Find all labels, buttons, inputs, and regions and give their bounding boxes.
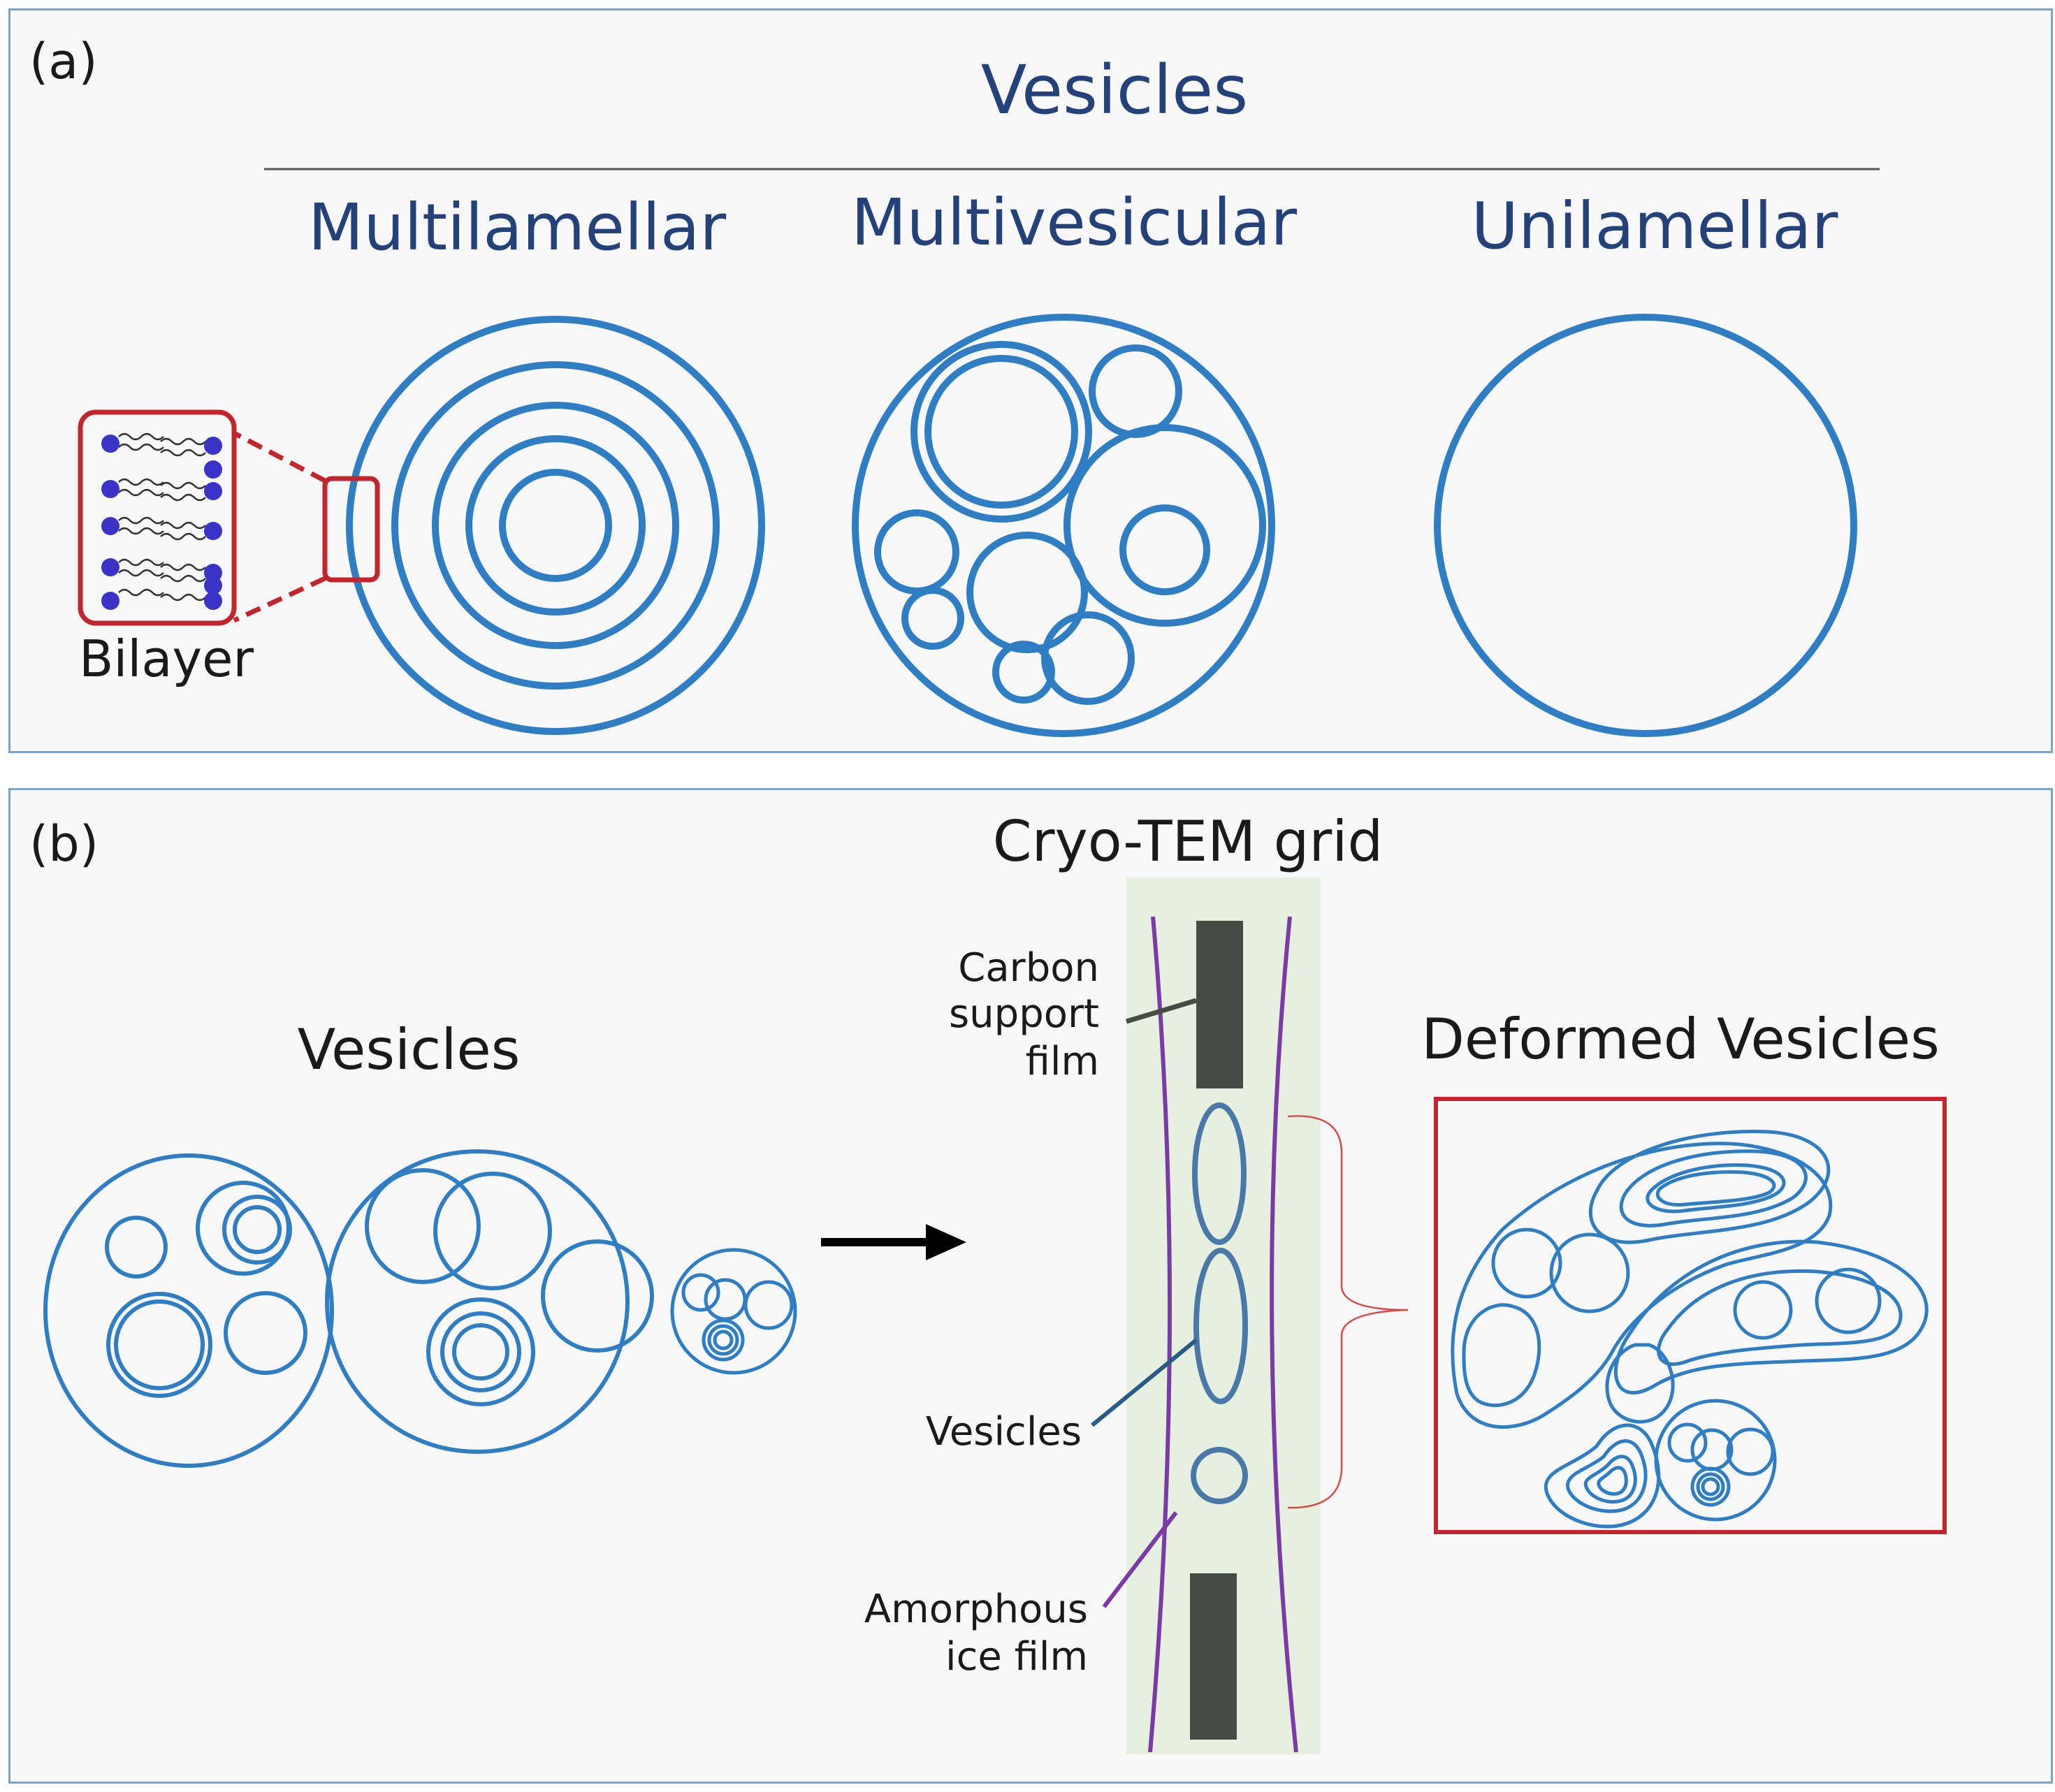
multilamellar-vesicle: [346, 316, 765, 735]
ice-film-right: [1270, 916, 1298, 1753]
process-arrow: [821, 1224, 966, 1260]
vesicles-callout-label: Vesicles: [926, 1409, 1082, 1455]
ice-callout-line: [1102, 1511, 1178, 1608]
ice-film-label: Amorphous ice film: [864, 1587, 1088, 1680]
svg-text:Carbon: Carbon: [958, 945, 1099, 991]
deformed-vesicle-shapes: [1451, 1130, 1929, 1529]
carbon-film-top: [1196, 921, 1243, 1088]
panel-b: [8, 788, 2053, 1784]
type-label-multivesicular: Multivesicular: [851, 185, 1297, 260]
vesicles-title: Vesicles: [981, 51, 1249, 129]
vesicles-callout-line: [1091, 1338, 1198, 1427]
zoom-line-top: [233, 430, 326, 483]
deformed-vesicles-title: Deformed Vesicles: [1421, 1007, 1940, 1072]
vesicle-group-3: [670, 1248, 797, 1375]
panel-a: [8, 8, 2053, 753]
vesicle-group-2: [325, 1149, 654, 1454]
carbon-callout-line: [1125, 998, 1198, 1024]
svg-text:ice film: ice film: [945, 1634, 1088, 1680]
panel-b-label: (b): [29, 815, 99, 873]
unilamellar-vesicle: [1434, 314, 1857, 737]
bilayer-label: Bilayer: [79, 629, 254, 688]
bilayer-zoom-box: [322, 476, 380, 583]
region-bracket: [1287, 1115, 1409, 1509]
svg-text:Amorphous: Amorphous: [864, 1587, 1088, 1632]
type-label-unilamellar: Unilamellar: [1472, 189, 1838, 263]
svg-text:film: film: [1026, 1039, 1099, 1084]
multivesicular-vesicle: [852, 314, 1275, 737]
lipid-tails: [118, 432, 206, 602]
vesicle-group-1: [43, 1153, 334, 1468]
grid-vesicles: [1191, 1102, 1248, 1504]
ice-film-left: [1148, 916, 1172, 1753]
vesicles-label-b: Vesicles: [298, 1017, 521, 1082]
cryo-tem-title: Cryo-TEM grid: [993, 809, 1384, 874]
panel-a-label: (a): [29, 33, 98, 90]
svg-text:support: support: [949, 991, 1099, 1037]
deformed-vesicles-box: [1434, 1097, 1947, 1534]
type-label-multilamellar: Multilamellar: [308, 190, 727, 265]
zoom-line-bottom: [233, 576, 326, 623]
bilayer-inset: [78, 409, 237, 626]
carbon-film-bottom: [1190, 1573, 1237, 1740]
lipid-heads: [101, 435, 222, 610]
carbon-support-label: Carbon support film: [949, 945, 1099, 1084]
